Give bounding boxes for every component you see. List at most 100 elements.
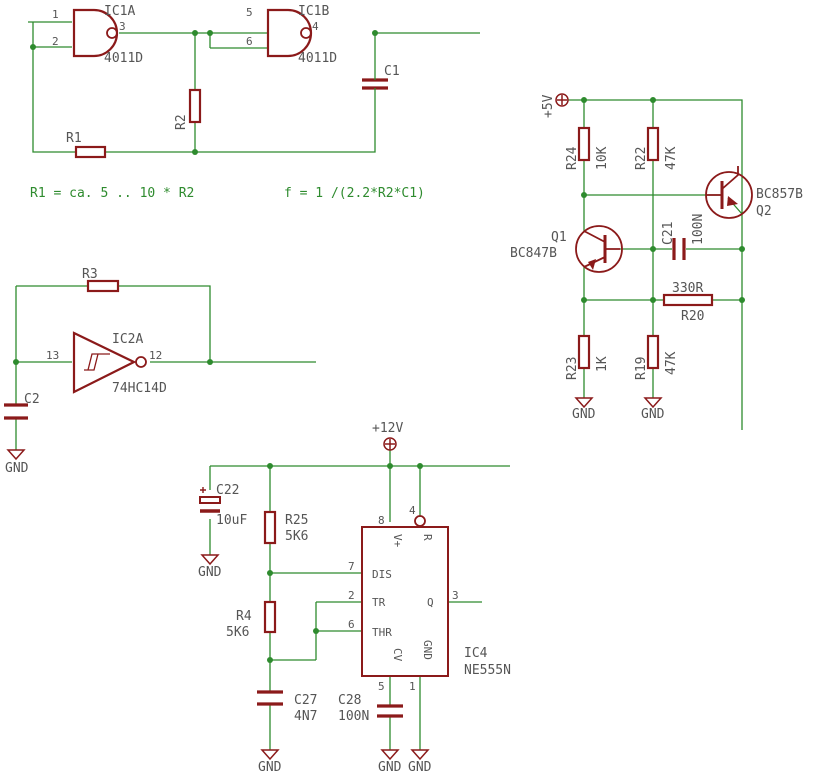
ic1a-nand-gate-icon (72, 8, 119, 58)
r25-resistor-icon (263, 510, 277, 545)
r2-resistor-icon (188, 88, 202, 124)
c2-capacitor-icon (4, 403, 28, 420)
c27-name: C27 (294, 693, 317, 708)
ic1b-pin-4: 4 (312, 20, 319, 33)
transistor-stage: +5V R24 10K R22 47K BC857B Q2 Q1 BC847B … (510, 93, 803, 430)
ic1a-pin-1: 1 (52, 8, 59, 21)
ic4-pin-cv-label: CV (391, 648, 404, 662)
timer-circuit: +12V C22 10uF GND R25 5K6 R4 5K6 C27 4N7… (198, 421, 511, 775)
q1-name: Q1 (551, 230, 567, 245)
gnd-r19-label: GND (641, 407, 665, 422)
c21-capacitor-icon (672, 238, 686, 260)
ic4-pin-2: 2 (348, 589, 355, 602)
r25-name: R25 (285, 513, 308, 528)
r19-value: 47K (664, 351, 679, 375)
r1-label: R1 (66, 131, 82, 146)
c1-capacitor-icon (362, 70, 388, 95)
r2-label: R2 (174, 114, 189, 130)
r24-resistor-icon (577, 126, 591, 162)
q2-name: Q2 (756, 204, 772, 219)
r1-resistor-icon (74, 145, 107, 159)
r3-resistor-icon (86, 279, 120, 293)
r20-resistor-icon (662, 293, 714, 307)
ic4-pin-reset-label: R (421, 534, 434, 541)
r3-label: R3 (82, 267, 98, 282)
plus5v-label: +5V (541, 94, 556, 118)
gnd-r23-ground-symbol-icon (574, 397, 594, 409)
ic2a-pin-12: 12 (149, 349, 162, 362)
r19-name: R19 (634, 357, 649, 380)
ic4-pin-5: 5 (378, 680, 385, 693)
gnd-r19-ground-symbol-icon (643, 397, 663, 409)
r23-value: 1K (595, 356, 610, 372)
ic4-name: IC4 (464, 646, 488, 661)
ic4-timer-chip (361, 515, 449, 677)
c28-name: C28 (338, 693, 361, 708)
formula-resistor-ratio: R1 = ca. 5 .. 10 * R2 (30, 186, 194, 201)
plus12v-supply-symbol-icon (383, 437, 397, 451)
ic1a-value: 4011D (104, 51, 143, 66)
timer-wires (209, 449, 510, 750)
ic4-pin-8: 8 (378, 514, 385, 527)
ic4-pin-6: 6 (348, 618, 355, 631)
r23-resistor-icon (577, 334, 591, 370)
ic4-pin-gnd-label: GND (421, 640, 434, 660)
gnd-c27-ground-symbol-icon (260, 749, 280, 761)
ic4-pin-dis-label: DIS (372, 568, 392, 581)
plus5v-supply-symbol-icon (555, 93, 569, 107)
q2-pnp-transistor-icon (705, 166, 753, 219)
ic2a-schmitt-inverter-icon (72, 331, 147, 394)
r24-value: 10K (595, 146, 610, 170)
gnd-c2-ground-symbol-icon (6, 449, 26, 461)
ic1b-value: 4011D (298, 51, 337, 66)
ic1b-name: IC1B (298, 4, 329, 19)
c21-name: C21 (661, 222, 676, 245)
ic4-pin-q-label: Q (427, 596, 434, 609)
gnd-c2-label: GND (5, 461, 29, 476)
ic4-pin-1: 1 (409, 680, 416, 693)
r23-name: R23 (565, 357, 580, 380)
gnd-ic4-ground-symbol-icon (410, 749, 430, 761)
gnd-c28-ground-symbol-icon (380, 749, 400, 761)
r4-resistor-icon (263, 600, 277, 634)
schmitt-circuit: R3 IC2A 74HC14D 13 12 C2 GND (4, 267, 316, 476)
oscillator-circuit: IC1A 4011D 1 2 3 IC1B 4011D 5 6 4 R1 R2 … (28, 4, 480, 201)
gnd-ic4-label: GND (408, 760, 432, 775)
c22-value: 10uF (216, 513, 247, 528)
q1-npn-transistor-icon (575, 225, 623, 273)
plus12v-label: +12V (372, 421, 403, 436)
gnd-r23-label: GND (572, 407, 596, 422)
c21-value: 100N (691, 214, 706, 245)
c22-electrolytic-capacitor-icon (199, 487, 221, 513)
ic4-value: NE555N (464, 663, 511, 678)
formula-frequency: f = 1 /(2.2*R2*C1) (284, 186, 425, 201)
r4-value: 5K6 (226, 625, 249, 640)
q1-type: BC847B (510, 246, 557, 261)
ic2a-value: 74HC14D (112, 381, 167, 396)
ic1a-pin-3: 3 (119, 20, 126, 33)
c1-label: C1 (384, 64, 400, 79)
c2-label: C2 (24, 392, 40, 407)
gnd-c27-label: GND (258, 760, 282, 775)
gnd-c22-ground-symbol-icon (200, 554, 220, 566)
r22-name: R22 (634, 147, 649, 170)
c27-capacitor-icon (257, 690, 283, 706)
r19-resistor-icon (646, 334, 660, 370)
schmitt-wires (13, 285, 316, 450)
c27-value: 4N7 (294, 709, 317, 724)
ic4-pin-vplus-label: V+ (391, 534, 404, 548)
ic4-pin-3: 3 (452, 589, 459, 602)
r20-value: 330R (672, 281, 703, 296)
r22-resistor-icon (646, 126, 660, 162)
gnd-c22-label: GND (198, 565, 222, 580)
oscillator-wires (28, 21, 480, 155)
r25-value: 5K6 (285, 529, 308, 544)
r22-value: 47K (664, 146, 679, 170)
ic4-pin-4: 4 (409, 504, 416, 517)
c28-capacitor-icon (377, 704, 403, 718)
r4-name: R4 (236, 609, 252, 624)
ic1b-nand-gate-icon (266, 8, 313, 58)
r24-name: R24 (565, 146, 580, 170)
ic2a-name: IC2A (112, 332, 143, 347)
